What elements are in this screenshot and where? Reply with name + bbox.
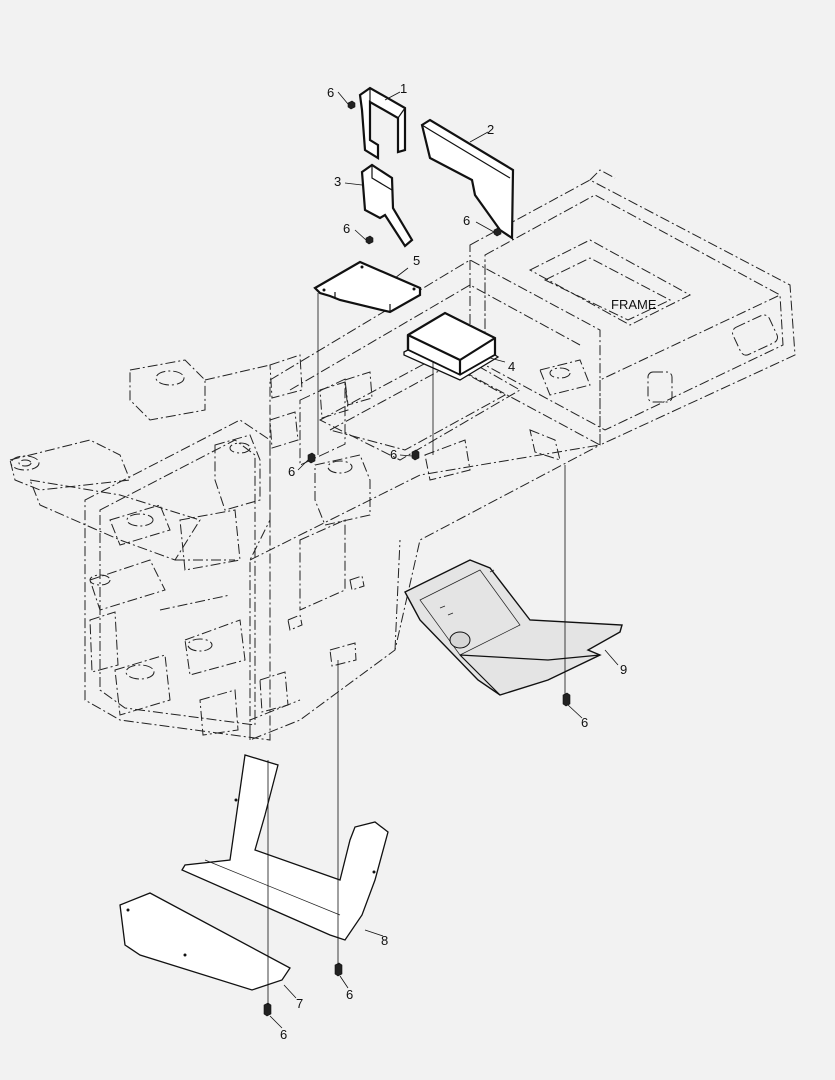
leader-lines	[267, 91, 619, 1029]
bolts	[263, 100, 571, 1017]
bolt-icon	[411, 449, 420, 461]
callout-6-g: 6	[346, 987, 353, 1002]
callout-6-d: 6	[288, 464, 295, 479]
callout-3: 3	[334, 174, 341, 189]
callout-6-b: 6	[343, 221, 350, 236]
labels: FRAME 1 2 3 4 5 9 8 7 6 6 6 6 6 6 6 6	[280, 81, 657, 1042]
bolt-icon	[562, 692, 571, 707]
part-3-angled-cover	[360, 163, 414, 248]
frame-outline	[9, 169, 796, 741]
callout-8: 8	[381, 933, 388, 948]
callout-6-c: 6	[463, 213, 470, 228]
callout-7: 7	[296, 996, 303, 1011]
callout-4: 4	[508, 359, 515, 374]
part-4-box-cover	[403, 311, 500, 381]
part-7-lower-plate	[119, 892, 291, 991]
bolt-icon	[334, 962, 343, 977]
callout-6-h: 6	[280, 1027, 287, 1042]
bolt-icon	[307, 452, 316, 464]
callout-9: 9	[620, 662, 627, 677]
callout-1: 1	[400, 81, 407, 96]
callout-6-f: 6	[581, 715, 588, 730]
part-8-under-plate	[181, 754, 389, 941]
callout-6-e: 6	[390, 447, 397, 462]
bolt-icon	[493, 227, 502, 237]
part-5-top-cover	[313, 260, 422, 314]
part-1-cover-bracket	[358, 86, 407, 160]
frame-label: FRAME	[611, 297, 657, 312]
bolt-icon	[263, 1002, 272, 1017]
callout-5: 5	[413, 253, 420, 268]
callout-2: 2	[487, 122, 494, 137]
part-9-underside-cover	[404, 559, 623, 696]
bolt-icon	[365, 235, 374, 245]
bolt-icon	[347, 100, 356, 110]
callout-6-a: 6	[327, 85, 334, 100]
